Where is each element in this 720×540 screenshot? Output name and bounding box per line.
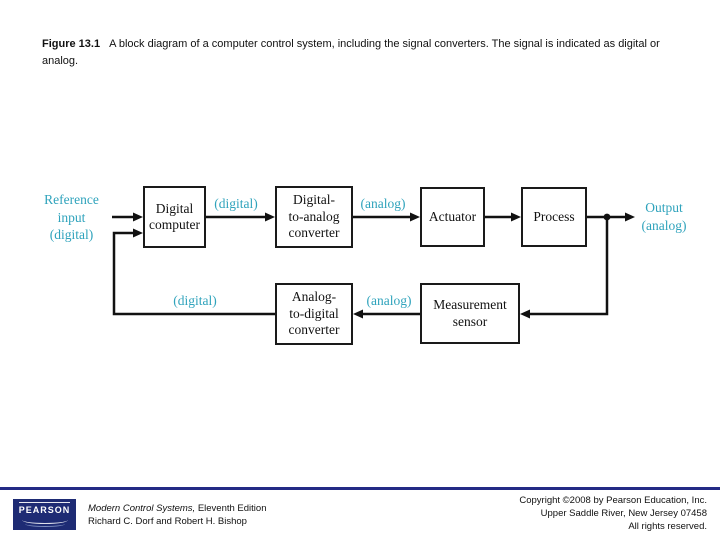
label-reference-input: Reference input (digital)	[44, 192, 99, 243]
copyright-block: Copyright ©2008 by Pearson Education, In…	[519, 494, 707, 533]
book-authors: Richard C. Dorf and Robert H. Bishop	[88, 516, 247, 527]
label-analog-bottom: (analog)	[366, 293, 412, 308]
book-title-name: Modern Control Systems,	[88, 503, 196, 514]
book-info: Modern Control Systems, Eleventh Edition…	[88, 502, 266, 528]
copyright-line-1: Copyright ©2008 by Pearson Education, In…	[519, 495, 707, 506]
copyright-line-3: All rights reserved.	[628, 521, 707, 532]
label-output: Output (analog)	[641, 200, 687, 233]
block-analog-to-digital-converter: Analog- to-digital converter	[275, 283, 353, 345]
copyright-line-2: Upper Saddle River, New Jersey 07458	[540, 508, 707, 519]
block-process: Process	[521, 187, 587, 247]
block-digital-computer: Digital computer	[143, 186, 206, 248]
book-title-edition: Eleventh Edition	[195, 503, 267, 514]
label-digital-bottom: (digital)	[173, 293, 217, 308]
block-actuator: Actuator	[420, 187, 485, 247]
label-analog-top: (analog)	[360, 196, 406, 211]
figure-caption-text: A block diagram of a computer control sy…	[42, 38, 660, 67]
book-title: Modern Control Systems, Eleventh Edition	[88, 502, 266, 515]
pearson-logo-swoosh-2	[24, 521, 65, 527]
label-digital-top: (digital)	[214, 196, 258, 211]
block-measurement-sensor: Measurement sensor	[420, 283, 520, 344]
pearson-logo-text: PEARSON	[18, 502, 71, 515]
pearson-logo: PEARSON	[13, 499, 76, 530]
figure-number: Figure 13.1	[42, 38, 101, 50]
footer-divider	[0, 487, 720, 490]
block-digital-to-analog-converter: Digital- to-analog converter	[275, 186, 353, 248]
